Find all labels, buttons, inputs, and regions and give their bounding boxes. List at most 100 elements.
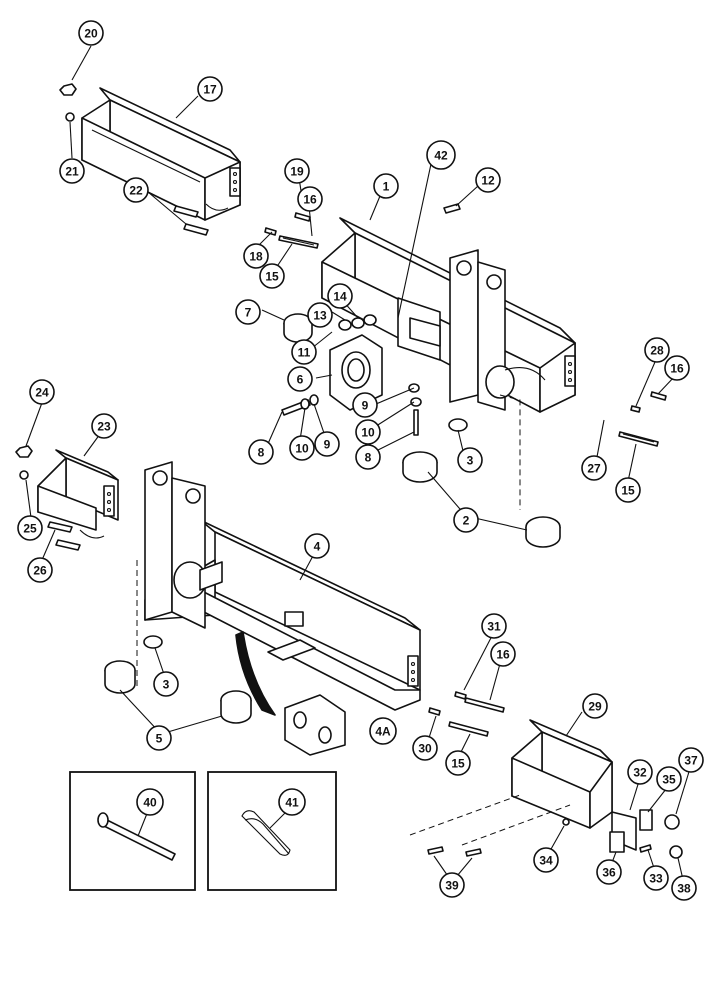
callout-label: 19	[290, 165, 304, 179]
callout-9: 9	[352, 392, 378, 418]
callout-label: 4	[314, 540, 321, 554]
callout-circle	[289, 435, 315, 461]
callout-label: 5	[156, 732, 163, 746]
part-2-bushings	[402, 451, 561, 548]
callout-circle	[59, 158, 85, 184]
callout-26: 26	[27, 557, 53, 583]
callout-circle	[146, 725, 172, 751]
callout-25: 25	[17, 515, 43, 541]
callout-circle	[481, 613, 507, 639]
callout-label: 12	[481, 174, 495, 188]
callout-16: 16	[664, 355, 690, 381]
callout-circle	[243, 243, 269, 269]
callout-circle	[453, 507, 479, 533]
callout-label: 9	[324, 438, 331, 452]
callout-label: 21	[65, 165, 79, 179]
callout-label: 9	[362, 399, 369, 413]
callout-15: 15	[259, 263, 285, 289]
callout-16: 16	[297, 186, 323, 212]
callout-27: 27	[581, 455, 607, 481]
callout-circle	[291, 339, 317, 365]
callout-circle	[259, 263, 285, 289]
arrow-indicator	[235, 631, 276, 716]
callout-label: 30	[418, 742, 432, 756]
callout-circle	[91, 413, 117, 439]
callout-circle	[278, 788, 306, 816]
callout-circle	[17, 515, 43, 541]
callout-circle	[678, 747, 704, 773]
callout-8: 8	[248, 439, 274, 465]
callout-circle	[136, 788, 164, 816]
callout-36: 36	[596, 859, 622, 885]
callout-circle	[355, 419, 381, 445]
callout-label: 40	[143, 796, 157, 810]
callout-label: 8	[258, 446, 265, 460]
callout-7: 7	[235, 299, 261, 325]
callout-circle	[297, 186, 323, 212]
callout-19: 19	[284, 158, 310, 184]
callout-15: 15	[615, 477, 641, 503]
callout-label: 15	[451, 757, 465, 771]
callout-label: 26	[33, 564, 47, 578]
callout-label: 15	[265, 270, 279, 284]
callout-circle	[644, 337, 670, 363]
callout-circle	[235, 299, 261, 325]
callout-circle	[627, 759, 653, 785]
part-17-tube	[81, 87, 241, 221]
callout-circle	[27, 557, 53, 583]
callout-6: 6	[287, 366, 313, 392]
callout-label: 13	[313, 309, 327, 323]
callout-circle	[29, 379, 55, 405]
callout-17: 17	[197, 76, 223, 102]
callout-circle	[596, 859, 622, 885]
hardware-8-9-10	[281, 383, 468, 436]
callout-16: 16	[490, 641, 516, 667]
callout-32: 32	[627, 759, 653, 785]
callout-label: 10	[295, 442, 309, 456]
callout-circle	[426, 140, 456, 170]
callout-label: 3	[163, 678, 170, 692]
studs-upper-left	[264, 212, 319, 249]
callout-label: 37	[684, 754, 698, 768]
callout-label: 10	[361, 426, 375, 440]
callout-circle	[304, 533, 330, 559]
callout-label: 29	[588, 700, 602, 714]
callout-circle	[615, 477, 641, 503]
callout-40: 40	[136, 788, 164, 816]
callout-label: 28	[650, 344, 664, 358]
part-20-21-nuts	[59, 83, 77, 122]
part-6-bracket	[329, 334, 383, 411]
callout-circle	[314, 431, 340, 457]
part-22-bolts	[173, 205, 209, 236]
callout-4: 4	[304, 533, 330, 559]
callout-39: 39	[439, 872, 465, 898]
callout-circle	[582, 693, 608, 719]
callout-label: 42	[434, 149, 448, 163]
callout-35: 35	[656, 766, 682, 792]
callout-label: 2	[463, 514, 470, 528]
callout-circle	[307, 302, 333, 328]
inset-box-41	[207, 771, 337, 891]
callout-circle	[248, 439, 274, 465]
callout-circle	[490, 641, 516, 667]
callout-14: 14	[327, 283, 353, 309]
callout-10: 10	[289, 435, 315, 461]
callout-label: 18	[249, 250, 263, 264]
callout-37: 37	[678, 747, 704, 773]
callout-label: 17	[203, 83, 217, 97]
callout-8: 8	[355, 444, 381, 470]
callout-42: 42	[426, 140, 456, 170]
callout-label: 24	[35, 386, 49, 400]
callout-1: 1	[373, 173, 399, 199]
callout-label: 25	[23, 522, 37, 536]
callout-label: 32	[633, 766, 647, 780]
callout-circle	[533, 847, 559, 873]
callout-label: 15	[621, 484, 635, 498]
callout-label: 22	[129, 184, 143, 198]
callout-label: 31	[487, 620, 501, 634]
callout-label: 38	[677, 882, 691, 896]
callout-38: 38	[671, 875, 697, 901]
callout-label: 14	[333, 290, 347, 304]
callout-label: 6	[297, 373, 304, 387]
callout-label: 41	[285, 796, 299, 810]
